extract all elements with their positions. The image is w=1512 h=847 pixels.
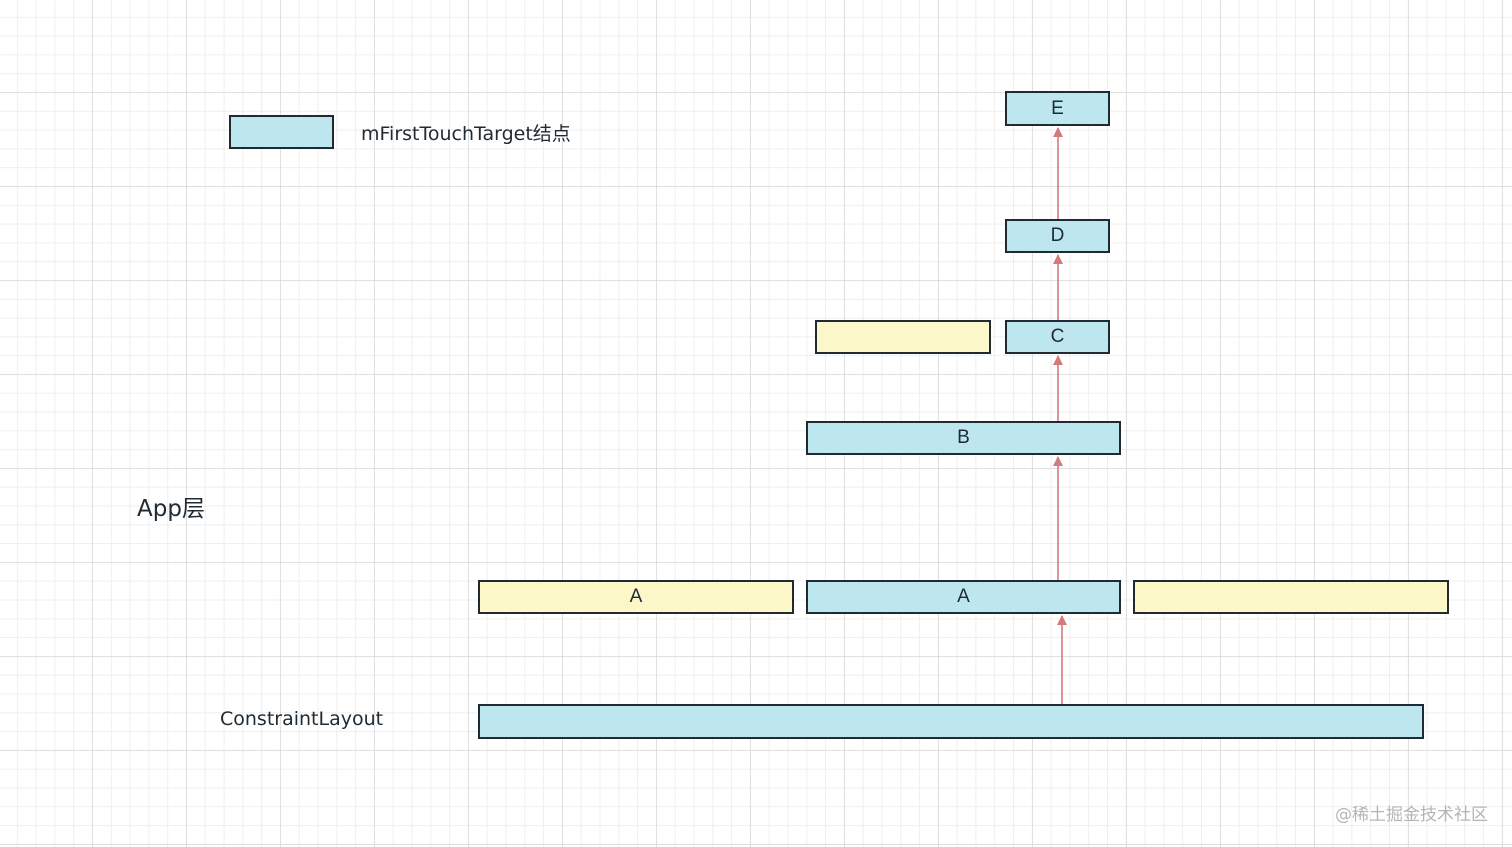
node-constraint-layout [478,704,1424,739]
node-c-sibling [815,320,991,354]
app-layer-label: App层 [137,496,205,522]
legend-swatch [229,115,334,149]
watermark: @稀土掘金技术社区 [1335,805,1488,825]
node-c: C [1005,320,1110,354]
node-e: E [1005,91,1110,126]
constraint-layout-label: ConstraintLayout [220,708,384,730]
legend-label: mFirstTouchTarget结点 [361,123,571,145]
node-d: D [1005,219,1110,253]
node-a-right [1133,580,1449,614]
node-a-center: A [806,580,1121,614]
node-a-left: A [478,580,794,614]
node-b: B [806,421,1121,455]
